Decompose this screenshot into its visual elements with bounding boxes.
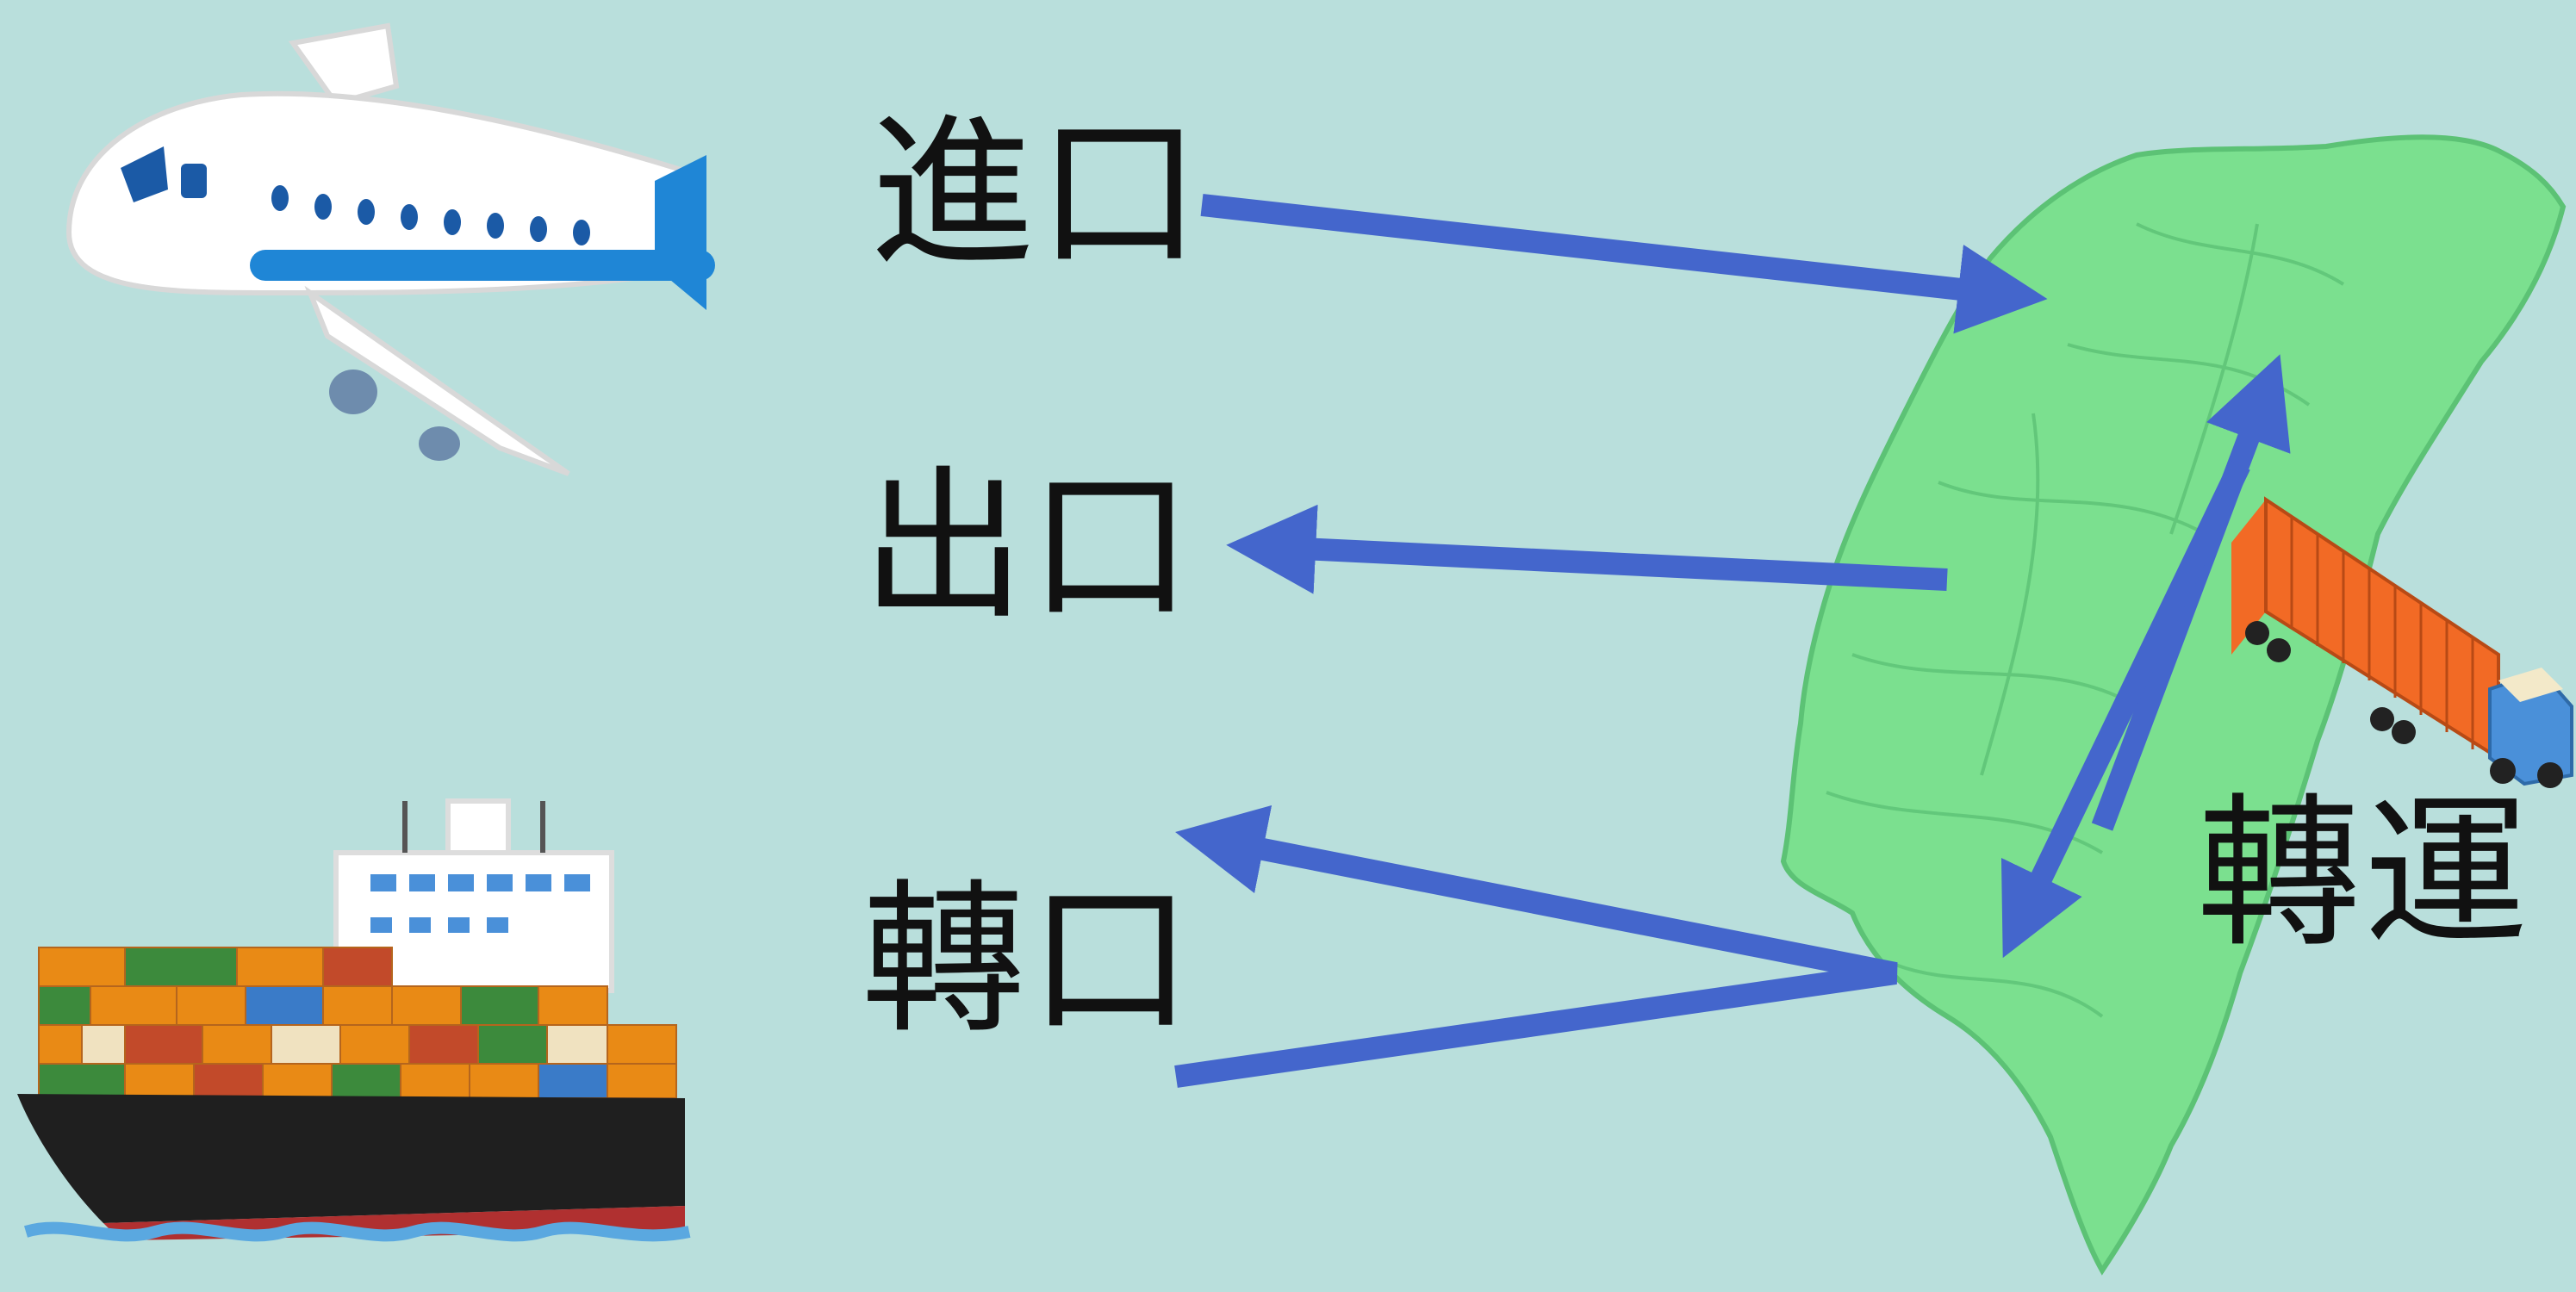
export-arrow	[1226, 504, 1948, 594]
transit-label: 轉運	[2197, 779, 2532, 969]
transit-arrow-up	[2091, 354, 2291, 831]
airplane-icon	[65, 22, 715, 476]
flow-arrows	[1174, 194, 2291, 1088]
reexport-label: 轉口	[862, 865, 1197, 1055]
transit-arrow-down	[2000, 460, 2250, 959]
import-arrow	[1200, 194, 2048, 334]
container-truck-icon	[2231, 496, 2573, 788]
taiwan-map-icon	[1780, 134, 2567, 1276]
cargo-ship-icon	[17, 798, 691, 1242]
export-label: 出口	[862, 451, 1197, 642]
reexport-arrow	[1174, 804, 1898, 1088]
import-label: 進口	[870, 98, 1205, 289]
